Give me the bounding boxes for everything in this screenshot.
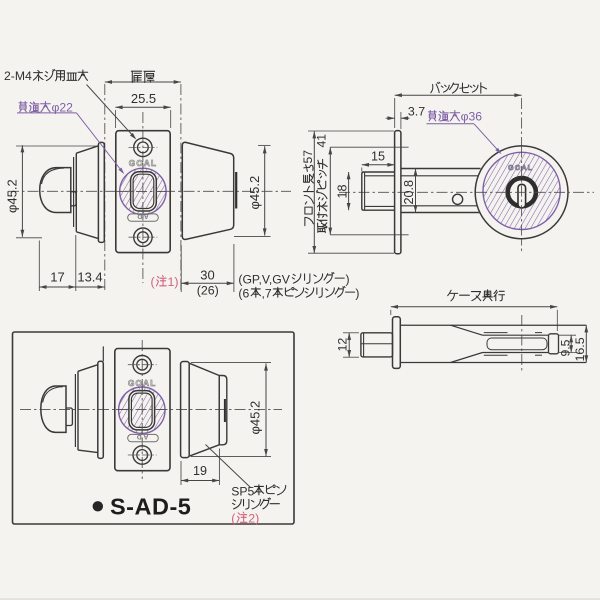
svg-text:): )	[355, 286, 359, 300]
svg-text:2): 2)	[248, 512, 259, 526]
svg-text:(GP,V,GV: (GP,V,GV	[238, 272, 290, 286]
svg-text:A D: A D	[137, 433, 149, 440]
svg-text:3.7: 3.7	[408, 105, 425, 119]
svg-text:φ45.2: φ45.2	[248, 401, 263, 435]
svg-text:18: 18	[336, 184, 350, 198]
svg-text:57: 57	[301, 150, 315, 164]
svg-text:17: 17	[50, 270, 64, 285]
svg-text:GOAL: GOAL	[508, 163, 533, 172]
svg-text:): )	[346, 272, 350, 286]
svg-text:9.5: 9.5	[558, 339, 572, 356]
svg-text:12: 12	[335, 338, 349, 352]
svg-text:φ45.2: φ45.2	[247, 176, 262, 210]
svg-text:16.5: 16.5	[573, 337, 587, 361]
svg-text:S-AD-5: S-AD-5	[110, 494, 191, 520]
svg-text:(26): (26)	[197, 283, 219, 297]
svg-text:1): 1)	[168, 275, 179, 289]
svg-text:SP5: SP5	[231, 485, 254, 499]
svg-text:(: (	[151, 275, 156, 289]
svg-text:2-M4: 2-M4	[4, 69, 32, 83]
svg-text:GOAL: GOAL	[129, 159, 157, 168]
svg-text:φ45.2: φ45.2	[5, 179, 20, 213]
svg-text:(: (	[231, 512, 236, 526]
svg-text:19: 19	[193, 464, 207, 478]
svg-text:13.4: 13.4	[77, 270, 102, 285]
svg-text:GOAL: GOAL	[128, 379, 156, 388]
svg-text:41: 41	[315, 134, 329, 148]
svg-text:(6: (6	[238, 286, 249, 300]
svg-text:φ22: φ22	[52, 100, 74, 114]
svg-text:20.8: 20.8	[402, 180, 416, 205]
svg-text:15: 15	[371, 150, 385, 164]
svg-text:25.5: 25.5	[131, 91, 156, 106]
svg-text:,7: ,7	[262, 286, 272, 300]
svg-text:φ36: φ36	[461, 109, 483, 123]
svg-text:30: 30	[200, 267, 214, 282]
